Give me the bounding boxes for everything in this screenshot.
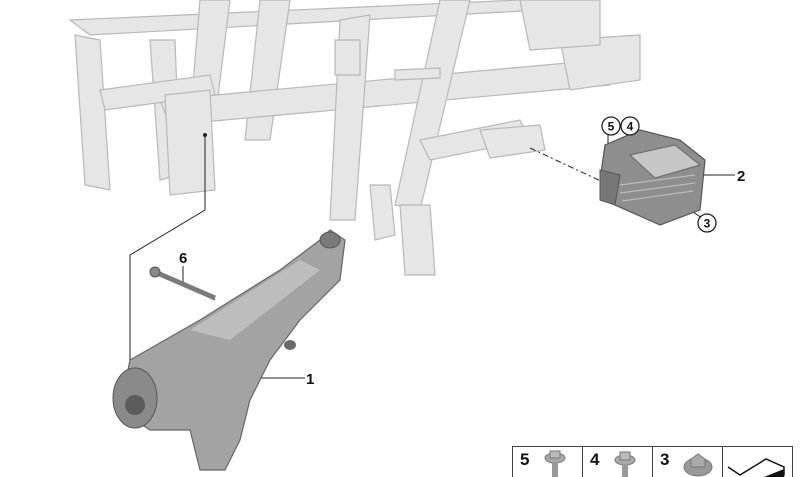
callout-3: 3 [697,213,717,233]
legend-number: 3 [660,450,670,469]
svg-text:1: 1 [306,371,314,388]
callout-4: 4 [620,116,640,136]
bolt-6 [149,266,216,301]
legend-number: 5 [520,450,530,469]
flange-bolt-icon [544,450,566,477]
hex-bolt-icon [614,451,636,477]
parts-legend-strip: 5 4 3 [512,446,793,477]
transmission-mount-bracket [112,229,346,471]
transmission-mount-2 [599,129,706,226]
svg-text:2: 2 [737,168,745,185]
callout-1: 1 [306,371,314,388]
callout-6: 6 [179,250,187,267]
callout-2: 2 [737,168,745,185]
legend-cell-4: 4 [583,447,653,477]
subframe [68,0,641,276]
legend-cell-5: 5 [513,447,583,477]
callout-5: 5 [601,116,621,136]
legend-number: 4 [590,450,600,469]
svg-text:5: 5 [608,120,615,134]
svg-text:4: 4 [627,120,634,134]
svg-text:6: 6 [179,250,187,267]
svg-text:3: 3 [704,217,711,231]
